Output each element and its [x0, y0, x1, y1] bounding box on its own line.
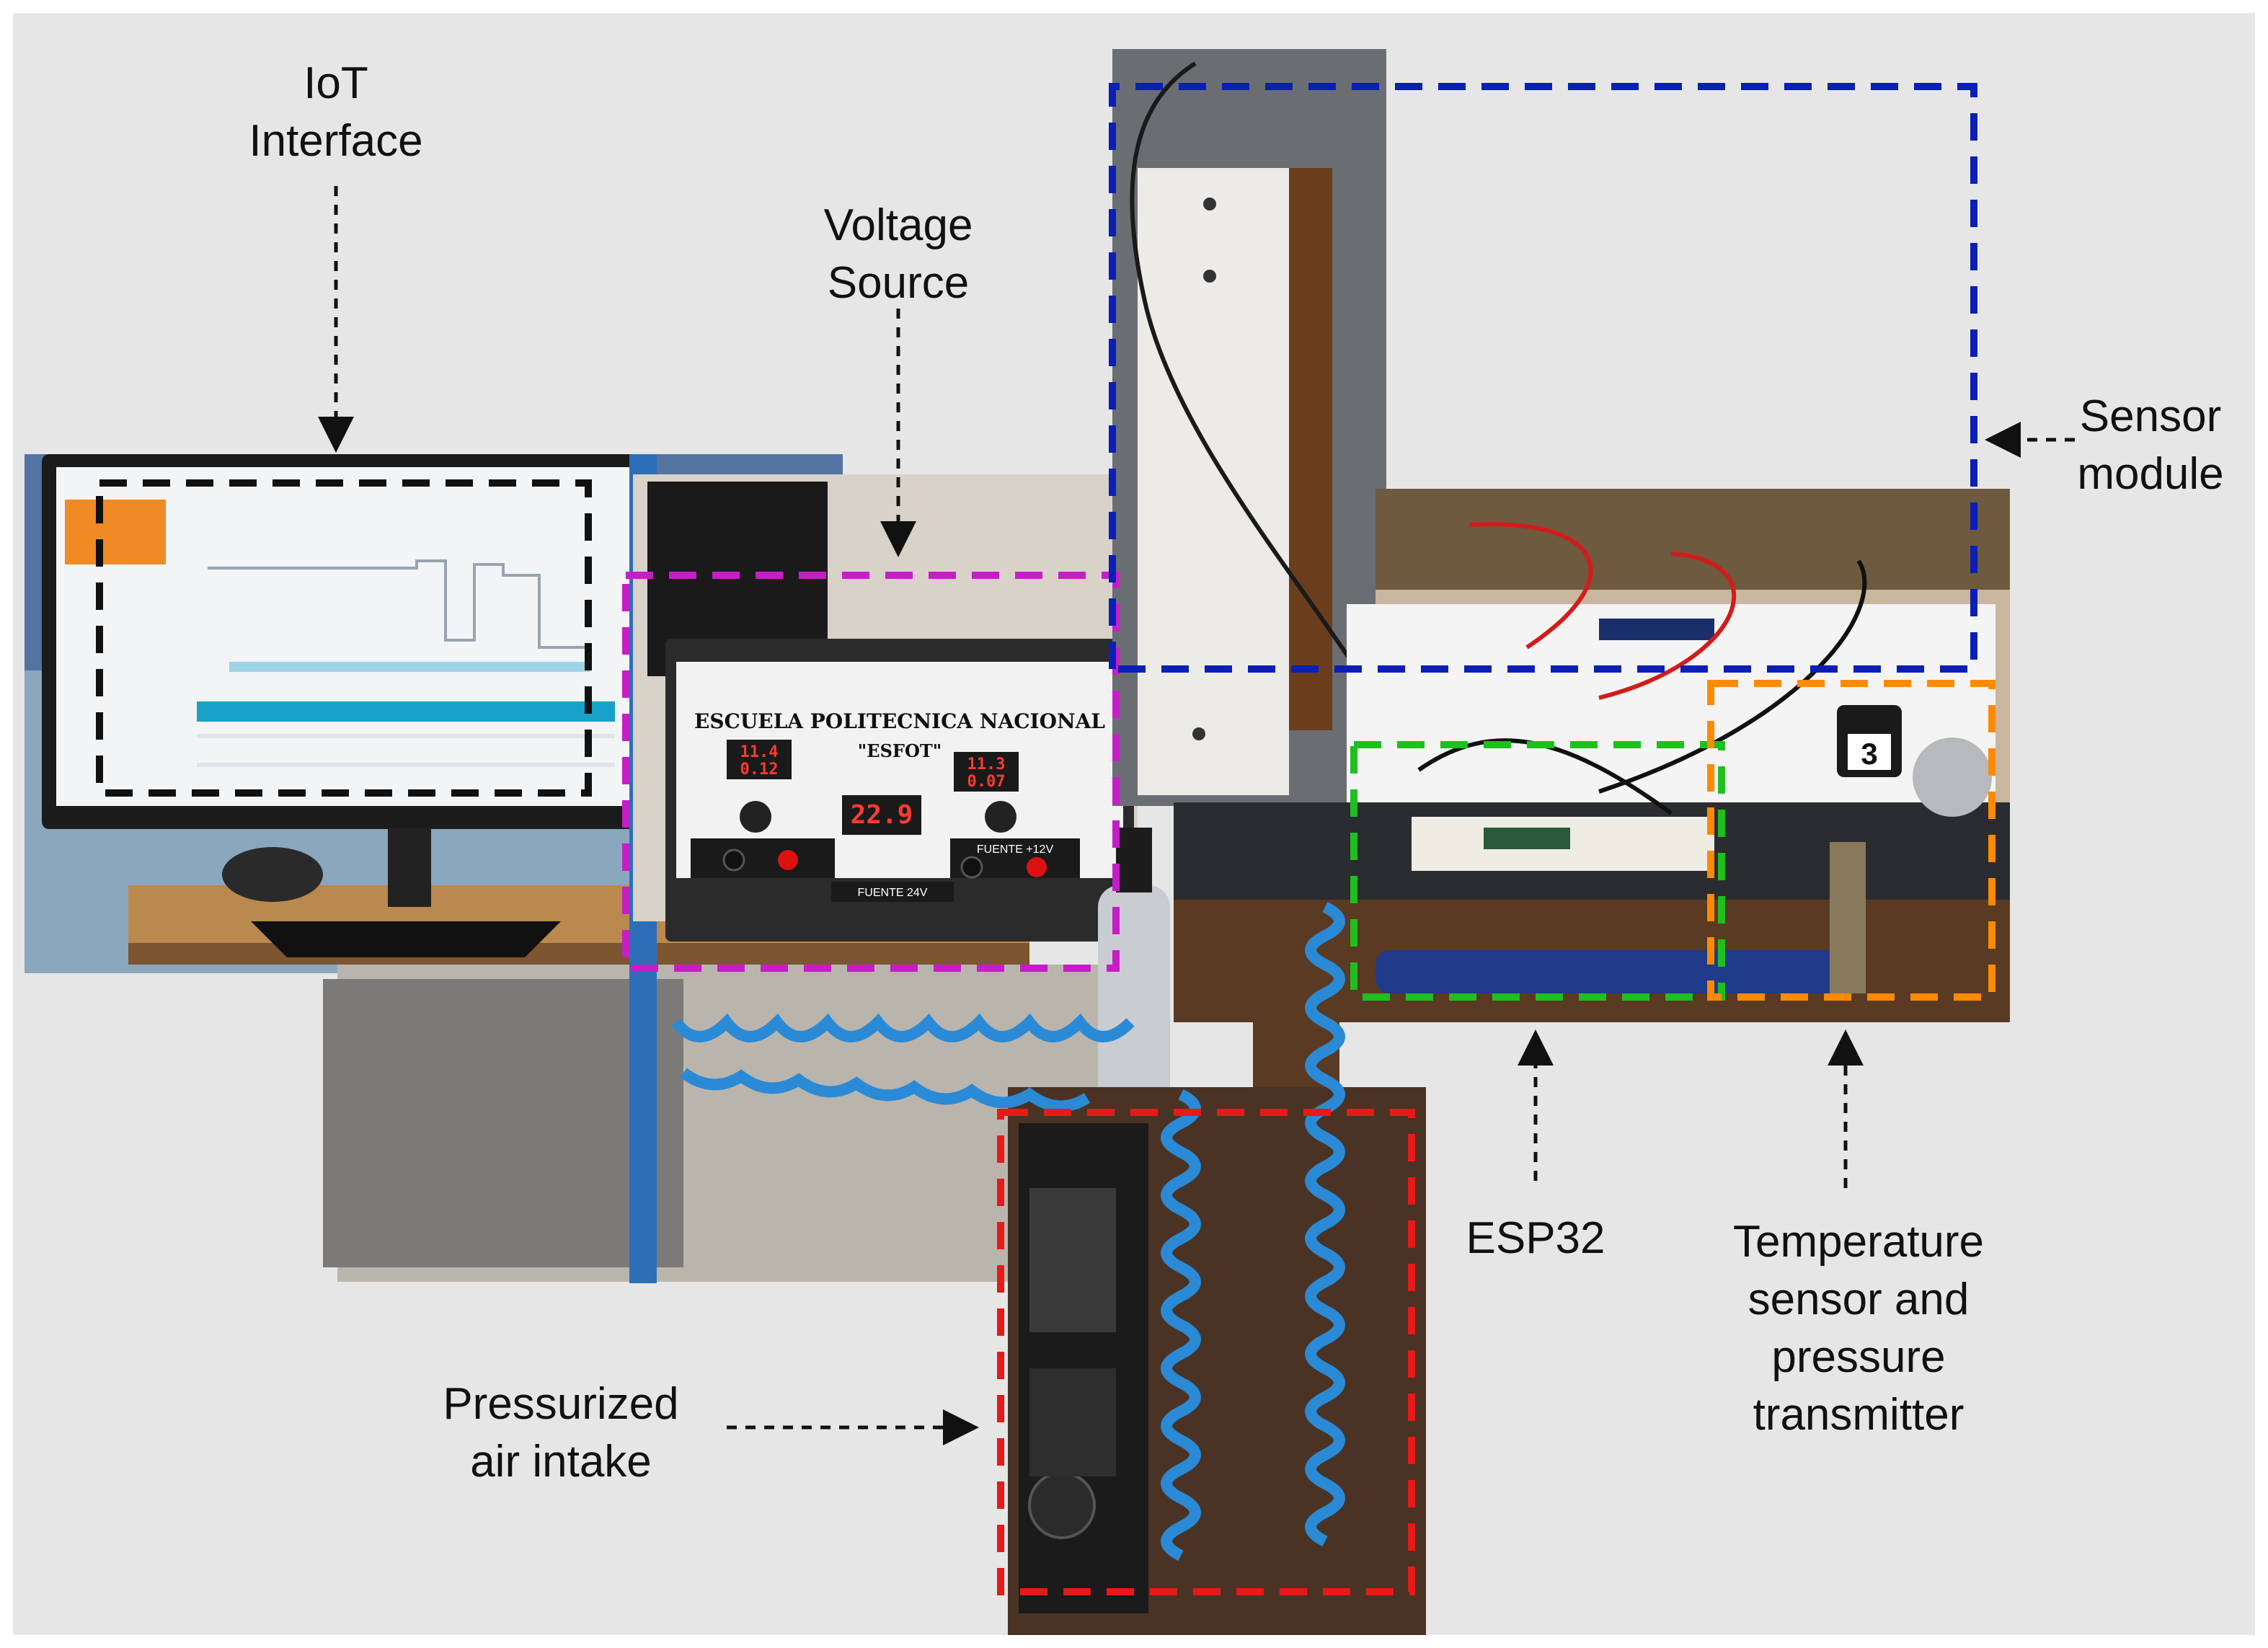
- esp32-board: [1484, 828, 1570, 849]
- psu-model: "ESFOT": [858, 740, 942, 761]
- temperature-sensor: [1913, 737, 1992, 817]
- transmitter-tag: 3: [1861, 737, 1877, 771]
- voltage-source-label: Voltage Source: [823, 200, 973, 308]
- dashboard-table-header: [197, 701, 615, 722]
- sensor-module-label: Sensor module: [2077, 391, 2224, 499]
- dashboard-card: [65, 500, 166, 564]
- iot-interface-label: IoT Interface: [249, 58, 423, 166]
- temp-pressure-box: [1707, 680, 1995, 1001]
- psu-label-left: FUENTE 24V: [858, 887, 928, 899]
- iot-interface-box: [96, 479, 592, 797]
- dashboard-scroll: [229, 662, 590, 672]
- psu-display-center: 22.9: [851, 800, 913, 830]
- mouse: [222, 847, 323, 902]
- air-hose-left: [671, 1013, 1135, 1112]
- annotation-layer: [96, 83, 2075, 1595]
- air-pipe: [1376, 950, 1851, 993]
- air-hose-right: [1161, 901, 1345, 1561]
- psu-display-left-bottom: 0.12: [740, 761, 779, 779]
- voltage-source-box: [622, 572, 1120, 972]
- air-filter-regulator: [1098, 885, 1170, 1116]
- esp32-box: [1350, 741, 1725, 1001]
- dashboard-trend-line: [208, 559, 590, 649]
- psu-display-left-top: 11.4: [740, 743, 779, 761]
- psu-brand: ESCUELA POLITECNICA NACIONAL: [694, 709, 1105, 733]
- photo-scene: ESCUELA POLITECNICA NACIONAL "ESFOT" 11.…: [25, 49, 2010, 1635]
- temperature-pressure-label: Temperature sensor and pressure transmit…: [1732, 1217, 1985, 1440]
- photo-bottom: [1008, 1087, 1426, 1635]
- esp32-label: ESP32: [1466, 1213, 1605, 1263]
- sensor-module-box: [1109, 83, 1977, 673]
- pressurized-air-label: Pressurized air intake: [443, 1379, 679, 1487]
- air-intake-box: [997, 1109, 1415, 1595]
- psu-knob-right: [985, 801, 1016, 833]
- psu-display-right-bottom: 0.07: [967, 773, 1006, 791]
- psu-knob-left: [740, 801, 771, 833]
- psu-label-right: FUENTE +12V: [977, 843, 1054, 856]
- photo-top: [1112, 49, 1386, 806]
- figure-canvas: ESCUELA POLITECNICA NACIONAL "ESFOT" 11.…: [13, 13, 2255, 1635]
- psu-display-right-top: 11.3: [967, 756, 1006, 774]
